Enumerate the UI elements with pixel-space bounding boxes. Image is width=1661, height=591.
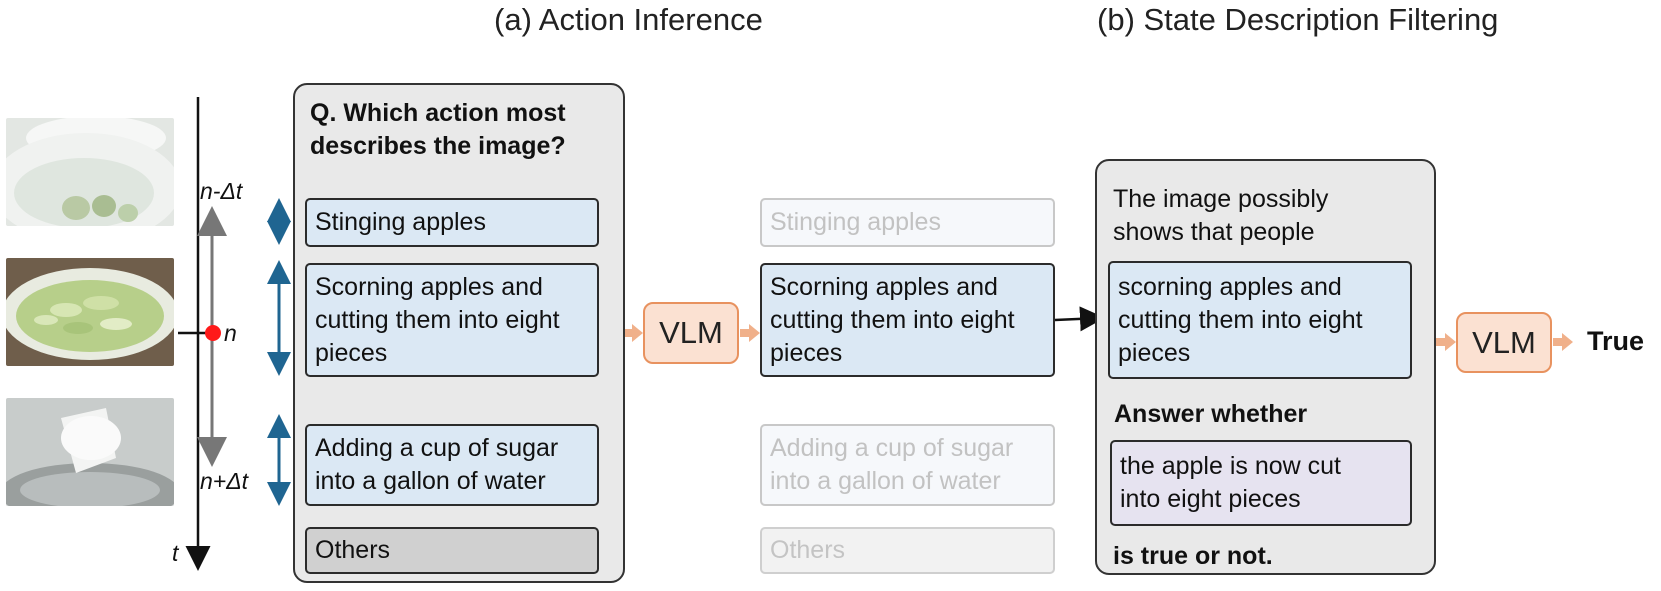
option-line: Others bbox=[315, 536, 391, 564]
flow-arrow-vlm-to-filtered bbox=[740, 324, 760, 342]
state-line: the apple is now cut bbox=[1120, 452, 1341, 480]
filtered-option-adding-sugar: Adding a cup of sugar into a gallon of w… bbox=[760, 424, 1055, 506]
action-line: scorning apples and bbox=[1118, 272, 1342, 301]
state-line: into eight pieces bbox=[1120, 485, 1301, 513]
filtered-option-stinging-apples: Stinging apples bbox=[760, 198, 1055, 247]
flow-arrow-vlm2-to-result bbox=[1553, 333, 1573, 351]
frame-current bbox=[6, 258, 174, 366]
option-line: into a gallon of water bbox=[315, 467, 546, 495]
action-line: cutting them into eight bbox=[1118, 305, 1363, 334]
frame-before-image bbox=[6, 118, 174, 226]
option-scorning-apples: Scorning apples and cutting them into ei… bbox=[305, 263, 599, 377]
option-line: Adding a cup of sugar bbox=[315, 434, 559, 462]
frame-current-image bbox=[6, 258, 174, 366]
option-stinging-apples: Stinging apples bbox=[305, 198, 599, 247]
state-intro-line-1: The image possibly bbox=[1113, 185, 1329, 213]
question-line-1: Q. Which action most bbox=[310, 99, 566, 127]
label-t: t bbox=[172, 540, 179, 566]
vlm-box-2: VLM bbox=[1456, 312, 1552, 373]
frame-after-image bbox=[6, 398, 174, 506]
state-description-box: the apple is now cut into eight pieces bbox=[1110, 440, 1412, 526]
current-frame-dot bbox=[205, 325, 221, 341]
action-line: pieces bbox=[1118, 338, 1191, 367]
option-line: Adding a cup of sugar bbox=[770, 434, 1014, 462]
flow-arrow-panel-to-vlm2 bbox=[1436, 333, 1456, 351]
option-line: cutting them into eight bbox=[770, 305, 1015, 334]
vlm-box-1: VLM bbox=[643, 302, 739, 364]
connector-arrow bbox=[1054, 306, 1105, 332]
flow-arrow-panel-to-vlm bbox=[623, 324, 643, 342]
question-text: Q. Which action most describes the image… bbox=[310, 97, 566, 163]
question-line-2: describes the image? bbox=[310, 132, 566, 160]
option-line: Stinging apples bbox=[770, 208, 941, 236]
filtered-option-others: Others bbox=[760, 527, 1055, 574]
state-intro: The image possibly shows that people bbox=[1113, 183, 1328, 249]
label-n-plus-dt: n+Δt bbox=[200, 468, 249, 494]
label-n: n bbox=[224, 320, 237, 346]
title-state-filtering: (b) State Description Filtering bbox=[1097, 2, 1499, 37]
answer-whether-label: Answer whether bbox=[1114, 400, 1308, 428]
result-label: True bbox=[1587, 326, 1645, 356]
option-others: Others bbox=[305, 527, 599, 574]
option-adding-sugar: Adding a cup of sugar into a gallon of w… bbox=[305, 424, 599, 506]
option-line: Scorning apples and bbox=[770, 272, 998, 301]
option-line: cutting them into eight bbox=[315, 305, 560, 334]
label-n-minus-dt: n-Δt bbox=[200, 178, 243, 204]
option-line: Scorning apples and bbox=[315, 272, 543, 301]
frame-after bbox=[6, 398, 174, 506]
is-true-label: is true or not. bbox=[1113, 542, 1273, 570]
title-action-inference: (a) Action Inference bbox=[494, 2, 763, 37]
option-line: into a gallon of water bbox=[770, 467, 1001, 495]
option-line: Others bbox=[770, 536, 846, 564]
option-line: pieces bbox=[770, 338, 843, 367]
state-action-box: scorning apples and cutting them into ei… bbox=[1108, 261, 1412, 379]
frame-before bbox=[6, 118, 174, 226]
state-intro-line-2: shows that people bbox=[1113, 218, 1315, 246]
filtered-option-selected: Scorning apples and cutting them into ei… bbox=[760, 263, 1055, 377]
option-line: Stinging apples bbox=[315, 208, 486, 236]
option-line: pieces bbox=[315, 338, 388, 367]
